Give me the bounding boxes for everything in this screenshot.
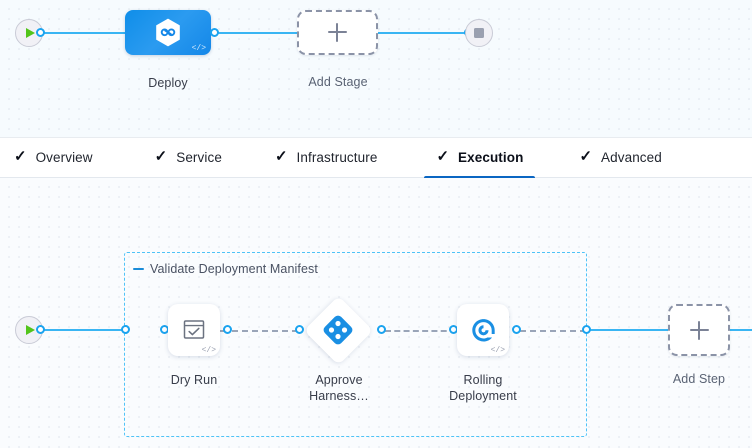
connector-start-to-group [40, 329, 128, 331]
code-badge-icon: </> [191, 44, 206, 53]
step-node-rolling-deployment[interactable]: </> [457, 304, 509, 356]
check-icon: ✓ [274, 148, 288, 165]
tab-service[interactable]: ✓ Service [155, 137, 222, 178]
step-label-rolling-deployment-line2: Deployment [449, 389, 517, 403]
stage-label-deploy: Deploy [148, 76, 188, 90]
tab-overview[interactable]: ✓ Overview [14, 137, 93, 178]
step-label-dry-run: Dry Run [170, 373, 218, 387]
stop-icon [474, 28, 484, 38]
port-dryrun-out[interactable] [223, 325, 232, 334]
port-rolling-out[interactable] [512, 325, 521, 334]
add-stage-label: Add Stage [308, 75, 368, 89]
minus-icon[interactable] [133, 267, 144, 271]
step-group-validate-deployment-manifest[interactable] [124, 252, 587, 437]
check-icon: ✓ [14, 148, 27, 165]
execution-canvas[interactable]: Validate Deployment Manifest </> Dry Run [0, 178, 752, 448]
harness-hexagon-icon [156, 18, 180, 47]
port-start-out[interactable] [36, 28, 45, 37]
connector-addstage-to-end [376, 32, 468, 34]
connector-addstep-out [730, 329, 752, 331]
step-label-approve-harness-line2: Harness… [309, 389, 369, 403]
tab-execution[interactable]: ✓ Execution [424, 137, 536, 179]
tab-label: Execution [458, 150, 524, 165]
stage-node-deploy[interactable]: </> [125, 10, 211, 55]
add-step-label: Add Step [672, 372, 726, 386]
tab-advanced[interactable]: ✓ Advanced [579, 137, 661, 178]
connector-dryrun-to-approve [232, 330, 298, 332]
connector-rolling-to-groupout [520, 330, 586, 332]
port-group-in[interactable] [121, 325, 130, 334]
tab-label: Advanced [601, 150, 662, 165]
play-icon [25, 325, 35, 335]
step-label-rolling-deployment-line1: Rolling [463, 373, 503, 387]
port-approve-in[interactable] [295, 325, 304, 334]
stage-canvas[interactable]: </> Deploy Add Stage [0, 0, 752, 137]
plus-icon [689, 320, 709, 340]
code-badge-icon: </> [201, 346, 216, 355]
tab-label: Service [176, 150, 222, 165]
execution-start-node[interactable] [15, 316, 43, 344]
stage-config-tabs: ✓ Overview ✓ Service ✓ Infrastructure ✓ … [0, 137, 752, 179]
add-step-button[interactable] [668, 304, 730, 356]
play-icon [25, 28, 35, 38]
tab-label: Overview [35, 150, 93, 165]
connector-deploy-to-addstage [214, 32, 300, 34]
group-title: Validate Deployment Manifest [150, 262, 318, 276]
check-icon: ✓ [579, 148, 593, 165]
add-stage-button[interactable] [297, 10, 378, 55]
port-group-out[interactable] [582, 325, 591, 334]
connector-group-to-addstep [586, 329, 668, 331]
pipeline-end-node[interactable] [465, 19, 493, 47]
code-badge-icon: </> [490, 346, 505, 355]
step-label-approve-harness-line1: Approve [315, 373, 363, 387]
port-approve-out[interactable] [377, 325, 386, 334]
port-exec-start-out[interactable] [36, 325, 45, 334]
connector-approve-to-rolling [385, 330, 456, 332]
rolling-deployment-icon [471, 318, 495, 341]
connector-start-to-deploy [40, 32, 130, 34]
step-node-dry-run[interactable]: </> [168, 304, 220, 356]
check-icon: ✓ [436, 148, 450, 165]
port-deploy-out[interactable] [210, 28, 219, 37]
tab-infrastructure[interactable]: ✓ Infrastructure [275, 137, 378, 178]
shell-check-icon [183, 320, 205, 339]
check-icon: ✓ [154, 148, 168, 165]
plus-icon [328, 23, 347, 42]
group-header[interactable]: Validate Deployment Manifest [133, 262, 318, 276]
tab-label: Infrastructure [296, 150, 378, 165]
